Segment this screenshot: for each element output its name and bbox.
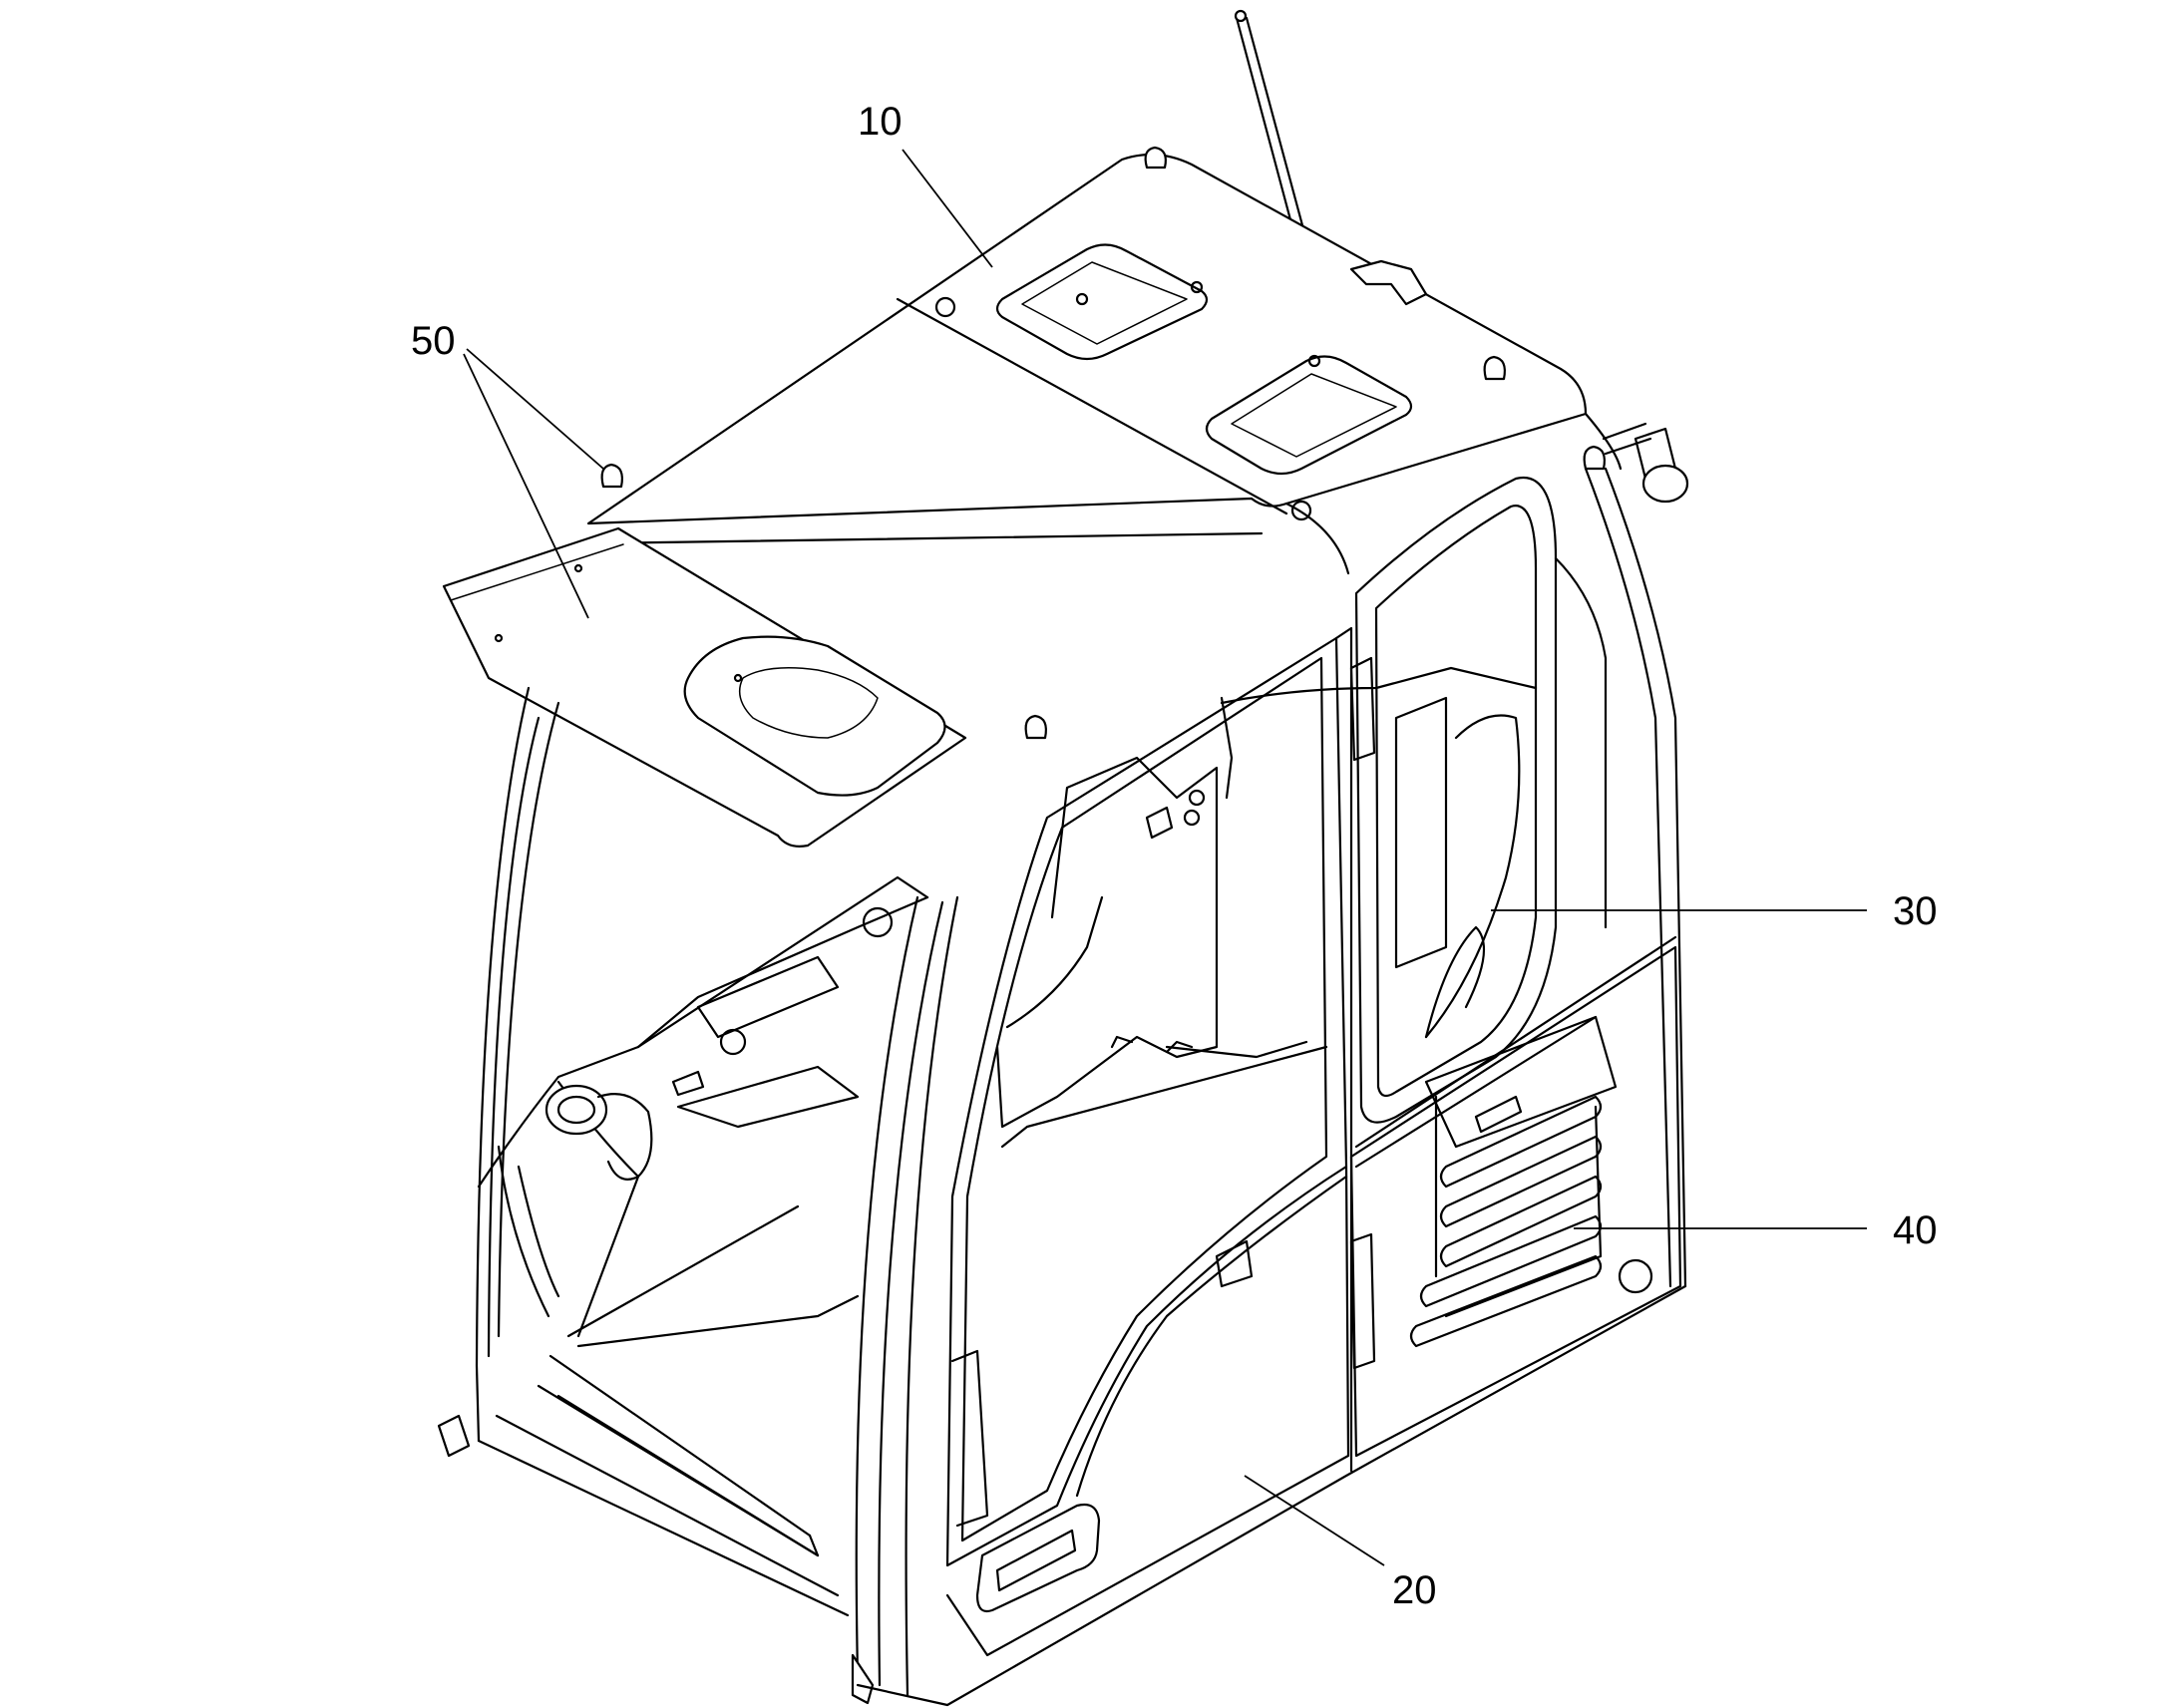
callout-sun-visor: 50	[411, 319, 456, 363]
rear-pillar	[1584, 422, 1689, 1288]
rear-window	[1220, 476, 1608, 1124]
callout-labels: 10 20 30 40 50	[411, 100, 1938, 1612]
leader-20	[1244, 1475, 1385, 1566]
leader-50b	[463, 353, 589, 619]
roof-panel	[586, 153, 1623, 575]
side-panel	[1349, 935, 1682, 1458]
roof-bracket	[1349, 259, 1428, 306]
antenna	[1234, 9, 1304, 229]
leader-50a	[466, 348, 604, 470]
callout-side-panel: 40	[1893, 1208, 1938, 1252]
leader-lines	[463, 149, 1867, 1566]
door-panel	[945, 636, 1350, 1657]
vent-slots	[1409, 1095, 1603, 1348]
callout-roof: 10	[858, 100, 903, 144]
interior-console	[477, 875, 929, 1557]
cab-base	[856, 1284, 1687, 1707]
callout-rear-window: 30	[1893, 889, 1938, 933]
callout-door: 20	[1392, 1568, 1437, 1612]
leader-10	[902, 149, 993, 268]
interior-rear-wall	[995, 696, 1328, 1149]
lifting-eye-icon	[600, 146, 1606, 740]
front-frame	[437, 686, 959, 1705]
sun-visor	[442, 526, 967, 848]
